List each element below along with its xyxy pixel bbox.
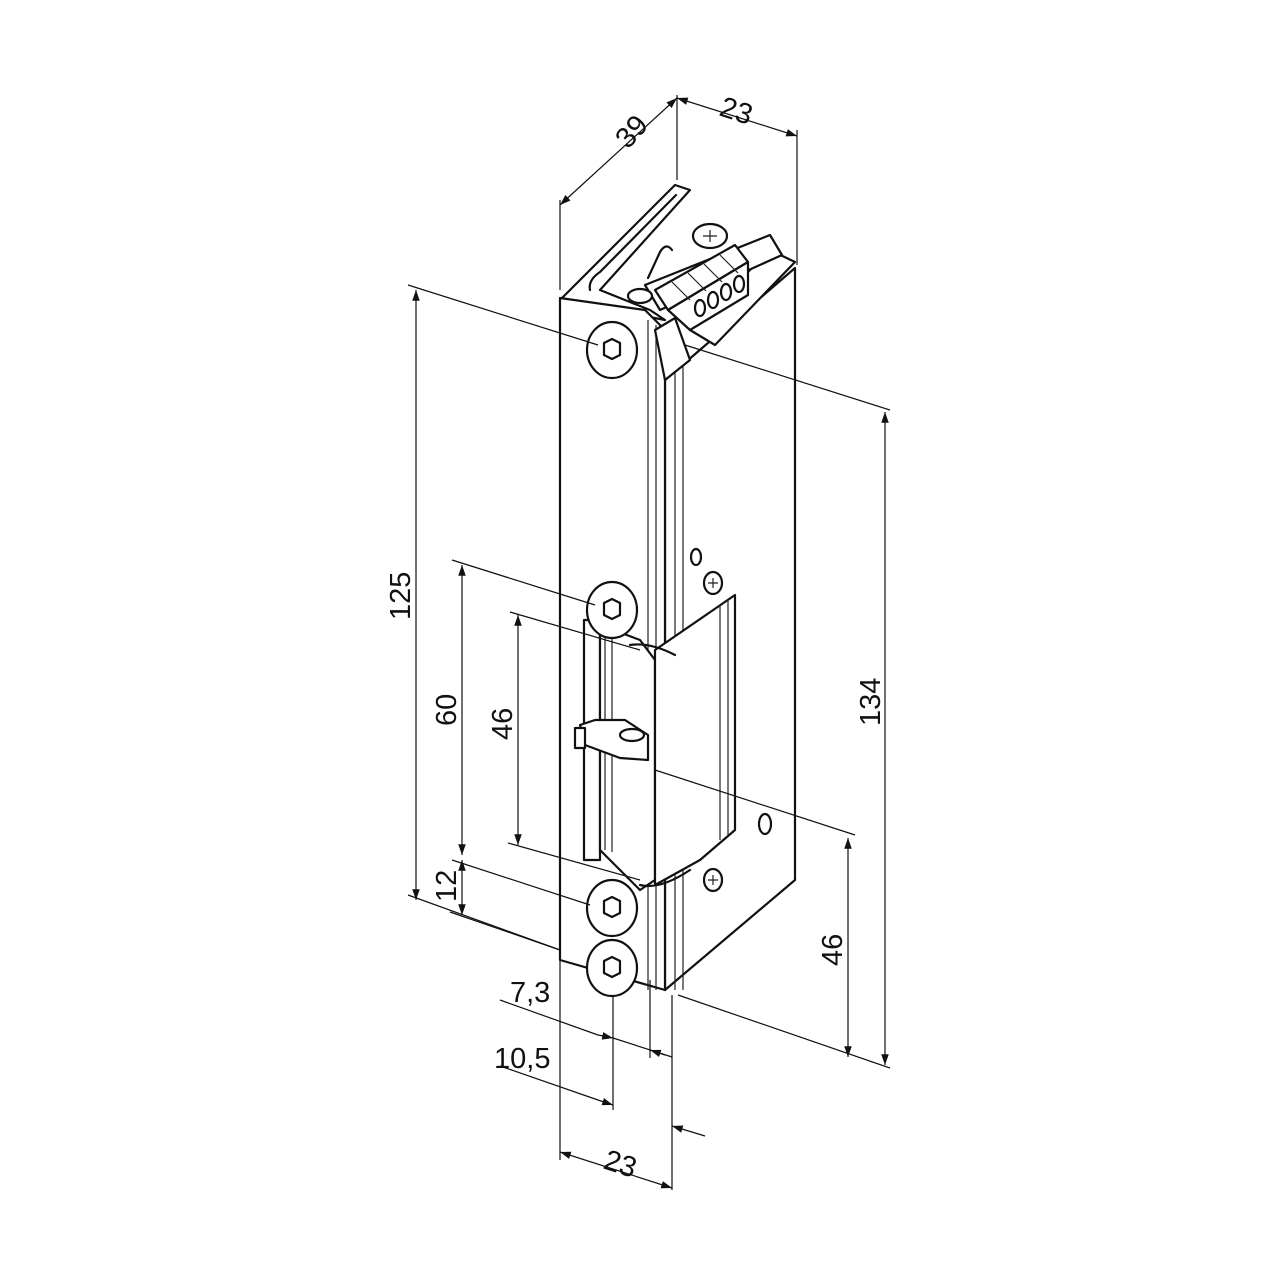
dim-latch-zone-height: 60 bbox=[431, 694, 463, 726]
hole-icon bbox=[689, 547, 703, 567]
dim-bottom-width: 23 bbox=[600, 1144, 641, 1184]
hex-screw-icon bbox=[585, 320, 639, 380]
dim-overall-height-faceplate: 125 bbox=[385, 572, 417, 620]
top-assembly bbox=[558, 183, 797, 347]
hole-icon bbox=[757, 812, 773, 836]
latch-trap bbox=[573, 593, 737, 892]
body-holes bbox=[689, 547, 773, 893]
dim-screw-offset-a: 7,3 bbox=[510, 977, 550, 1009]
hex-screw-icon bbox=[585, 580, 639, 640]
phillips-screw-icon bbox=[626, 222, 729, 305]
dim-bottom-offset: 12 bbox=[431, 870, 463, 902]
hex-screw-icon bbox=[585, 878, 639, 938]
terminal-block-icon bbox=[653, 243, 750, 332]
wire-clip-icon bbox=[646, 245, 674, 280]
dim-overall-height-body: 134 bbox=[855, 678, 887, 726]
dim-right-lower-height: 46 bbox=[817, 934, 849, 966]
dim-top-width: 23 bbox=[716, 91, 757, 131]
hex-screw-icon bbox=[585, 938, 639, 998]
dim-latch-opening-height: 46 bbox=[487, 708, 519, 740]
dim-top-depth: 39 bbox=[609, 109, 654, 154]
dim-screw-offset-b: 10,5 bbox=[494, 1043, 550, 1075]
dimension-lines bbox=[407, 95, 891, 1190]
faceplate-screws bbox=[585, 320, 639, 998]
dimension-labels: 39 23 125 60 46 12 134 46 7,3 10,5 23 bbox=[385, 91, 887, 1184]
